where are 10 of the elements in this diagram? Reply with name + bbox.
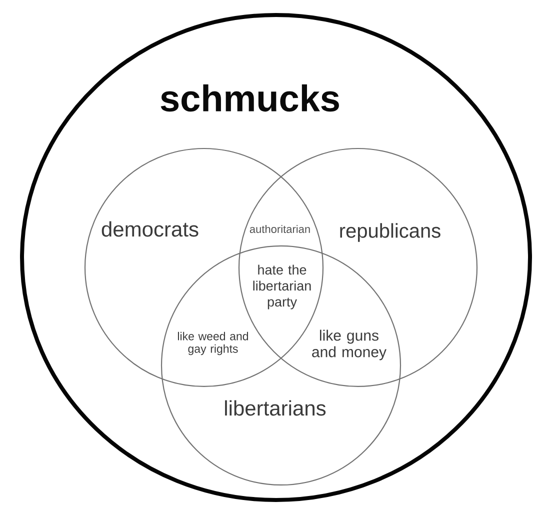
set-label: libertarians: [225, 400, 326, 416]
region-label: like guns and money: [312, 330, 386, 360]
region-label: authoritarian: [250, 224, 310, 234]
region-label: hate the libertarian party: [253, 264, 311, 310]
outer-circle: [20, 13, 532, 502]
set-label: schmucks: [160, 84, 339, 112]
set-label: republicans: [340, 223, 440, 242]
set-label: democrats: [102, 221, 198, 237]
venn-circle: [160, 245, 402, 486]
region-label: like weed and gay rights: [178, 332, 248, 356]
